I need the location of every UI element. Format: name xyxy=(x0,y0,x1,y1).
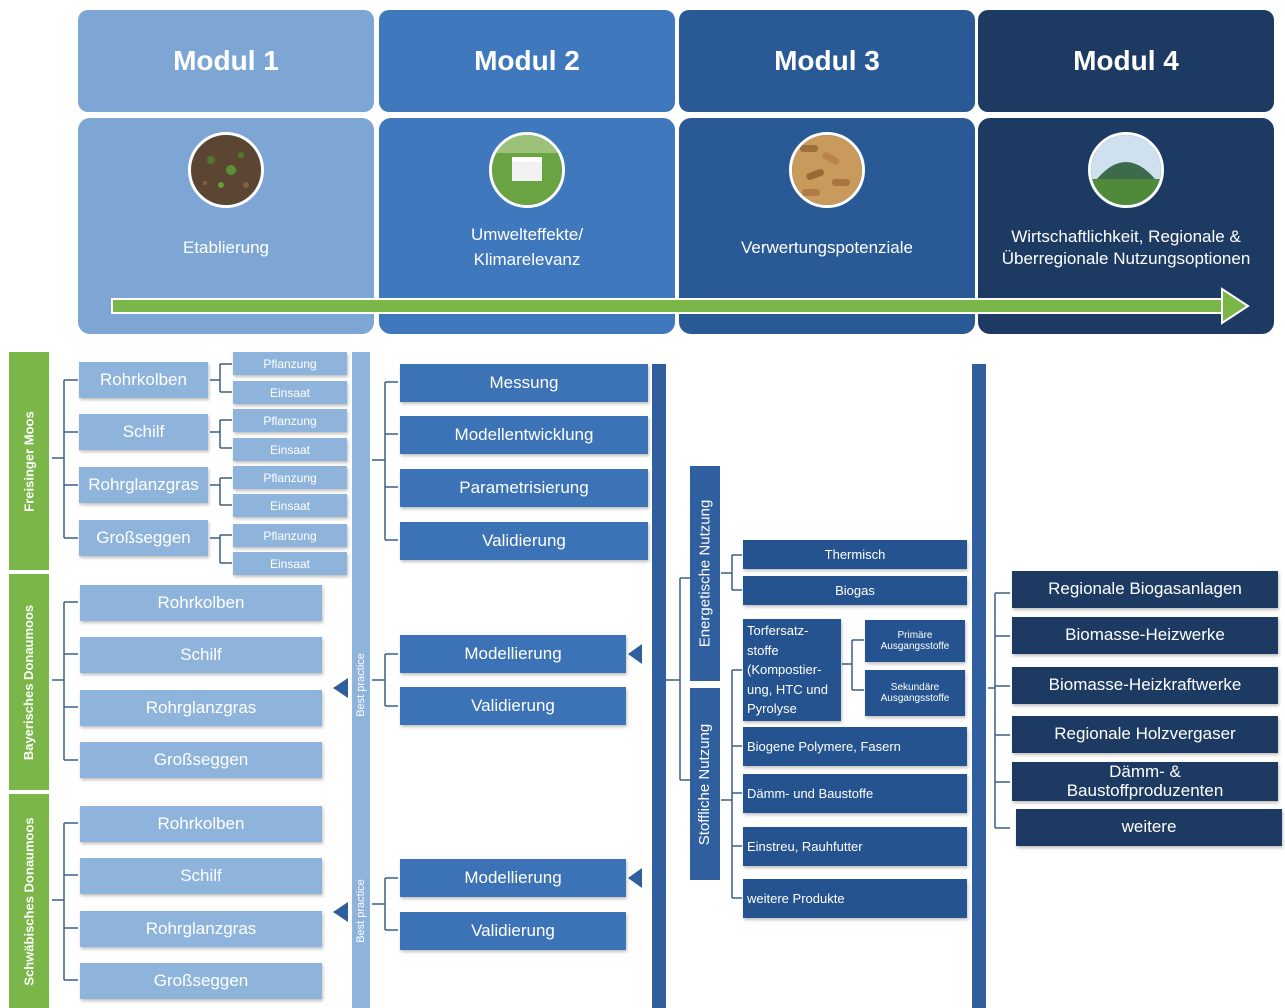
method-pflanzung: Pflanzung xyxy=(233,524,347,547)
plant-rohrkolben-r3: Rohrkolben xyxy=(80,806,322,842)
module-title: Modul 4 xyxy=(1073,45,1179,76)
material-daemm-baustoffe: Dämm- und Baustoffe xyxy=(743,774,967,813)
step-validierung: Validierung xyxy=(400,912,626,950)
plant-grossseggen-r1: Großseggen xyxy=(79,520,208,556)
step-modellierung: Modellierung xyxy=(400,635,626,673)
module-3-text: Verwertungspotenziale xyxy=(740,237,913,257)
best-practice-label: Best practice xyxy=(355,879,367,943)
module-2-text: Umwelteffekte/ Klimarelevanz xyxy=(470,225,584,269)
module-2-bar xyxy=(652,364,666,1008)
module-title: Modul 2 xyxy=(474,45,580,76)
material-torfersatzstoffe: Torfersatz- stoffe (Kompostier- ung, HTC… xyxy=(743,619,841,721)
option-regionale-holzvergaser: Regionale Holzvergaser xyxy=(1012,716,1278,753)
method-einsaat: Einsaat xyxy=(233,552,347,575)
plant-schilf-r1: Schilf xyxy=(79,414,208,450)
region-freisinger-moos: Freisinger Moos xyxy=(9,352,49,570)
material-use-label: Stoffliche Nutzung xyxy=(690,688,720,880)
best-practice-bar xyxy=(352,352,370,1008)
plant-rohrglanzgras-r1: Rohrglanzgras xyxy=(79,467,208,503)
method-einsaat: Einsaat xyxy=(233,494,347,517)
step-modellierung: Modellierung xyxy=(400,859,626,897)
module-3-bar xyxy=(972,364,986,1008)
region-schwaebisches-donaumoos: Schwäbisches Donaumoos xyxy=(9,794,49,1008)
step-modellentwicklung: Modellentwicklung xyxy=(400,416,648,454)
step-messung: Messung xyxy=(400,364,648,402)
step-parametrisierung: Parametrisierung xyxy=(400,469,648,507)
plant-grossseggen-r3: Großseggen xyxy=(80,963,322,999)
method-einsaat: Einsaat xyxy=(233,381,347,404)
pellets-photo-icon xyxy=(789,132,865,208)
plant-rohrkolben-r2: Rohrkolben xyxy=(80,585,322,621)
plant-schilf-r2: Schilf xyxy=(80,637,322,673)
step-validierung: Validierung xyxy=(400,522,648,560)
module-2-header: Modul 2 xyxy=(379,10,675,112)
biogas-plant-photo-icon xyxy=(1088,132,1164,208)
option-weitere: weitere xyxy=(1016,809,1282,846)
plant-grossseggen-r2: Großseggen xyxy=(80,742,322,778)
module-title: Modul 3 xyxy=(774,45,880,76)
option-daemm-baustoffproduzenten: Dämm- & Baustoffproduzenten xyxy=(1012,762,1278,801)
energy-thermisch: Thermisch xyxy=(743,540,967,569)
module-1-text: Etablierung xyxy=(182,237,269,257)
energy-biogas: Biogas xyxy=(743,576,967,605)
module-4-header: Modul 4 xyxy=(978,10,1274,112)
module-4-text: Wirtschaftlichkeit, Regionale & Überregi… xyxy=(1001,226,1251,268)
measurement-box-field-photo-icon xyxy=(489,132,565,208)
material-sekundaere-ausgangsstoffe: Sekundäre Ausgangsstoffe xyxy=(865,670,965,716)
method-pflanzung: Pflanzung xyxy=(233,409,347,432)
plant-rohrkolben-r1: Rohrkolben xyxy=(79,362,208,398)
material-biogene-polymere: Biogene Polymere, Fasern xyxy=(743,727,967,766)
region-bayerisches-donaumoos: Bayerisches Donaumoos xyxy=(9,574,49,790)
option-biomasse-heizkraftwerke: Biomasse-Heizkraftwerke xyxy=(1012,667,1278,704)
module-title: Modul 1 xyxy=(173,45,279,76)
module-3-header: Modul 3 xyxy=(679,10,975,112)
plant-schilf-r3: Schilf xyxy=(80,858,322,894)
plant-rohrglanzgras-r3: Rohrglanzgras xyxy=(80,911,322,947)
option-regionale-biogasanlagen: Regionale Biogasanlagen xyxy=(1012,571,1278,608)
method-einsaat: Einsaat xyxy=(233,438,347,461)
material-primaere-ausgangsstoffe: Primäre Ausgangsstoffe xyxy=(865,620,965,662)
material-einstreu-rauhfutter: Einstreu, Rauhfutter xyxy=(743,827,967,866)
soil-seedlings-photo-icon xyxy=(188,132,264,208)
method-pflanzung: Pflanzung xyxy=(233,352,347,375)
plant-rohrglanzgras-r2: Rohrglanzgras xyxy=(80,690,322,726)
option-biomasse-heizwerke: Biomasse-Heizwerke xyxy=(1012,617,1278,654)
module-1-header: Modul 1 xyxy=(78,10,374,112)
energy-use-label: Energetische Nutzung xyxy=(690,466,720,681)
step-validierung: Validierung xyxy=(400,687,626,725)
method-pflanzung: Pflanzung xyxy=(233,466,347,489)
material-weitere-produkte: weitere Produkte xyxy=(743,879,967,918)
best-practice-label: Best practice xyxy=(355,653,367,717)
